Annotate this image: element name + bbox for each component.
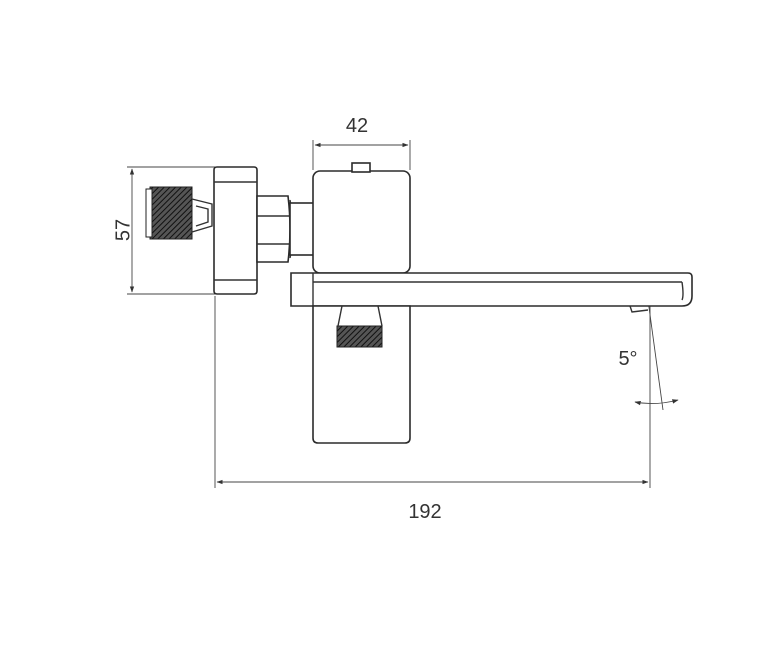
- dimension-width-label: 42: [346, 115, 368, 137]
- spout: [290, 272, 693, 313]
- wall-flange: [213, 166, 258, 295]
- hex-nut: [256, 195, 315, 263]
- lower-body: [312, 305, 411, 444]
- faucet-body: [312, 162, 411, 274]
- dimension-width: 42: [312, 115, 411, 170]
- dimension-angle-label: 5°: [618, 348, 637, 370]
- threaded-inlet: [145, 186, 213, 240]
- dimension-length-label: 192: [408, 501, 441, 523]
- dimension-angle: 5°: [618, 299, 679, 411]
- dimension-height-label: 57: [112, 219, 134, 241]
- dimension-height: 57: [112, 166, 215, 295]
- dimension-length: 192: [214, 290, 651, 523]
